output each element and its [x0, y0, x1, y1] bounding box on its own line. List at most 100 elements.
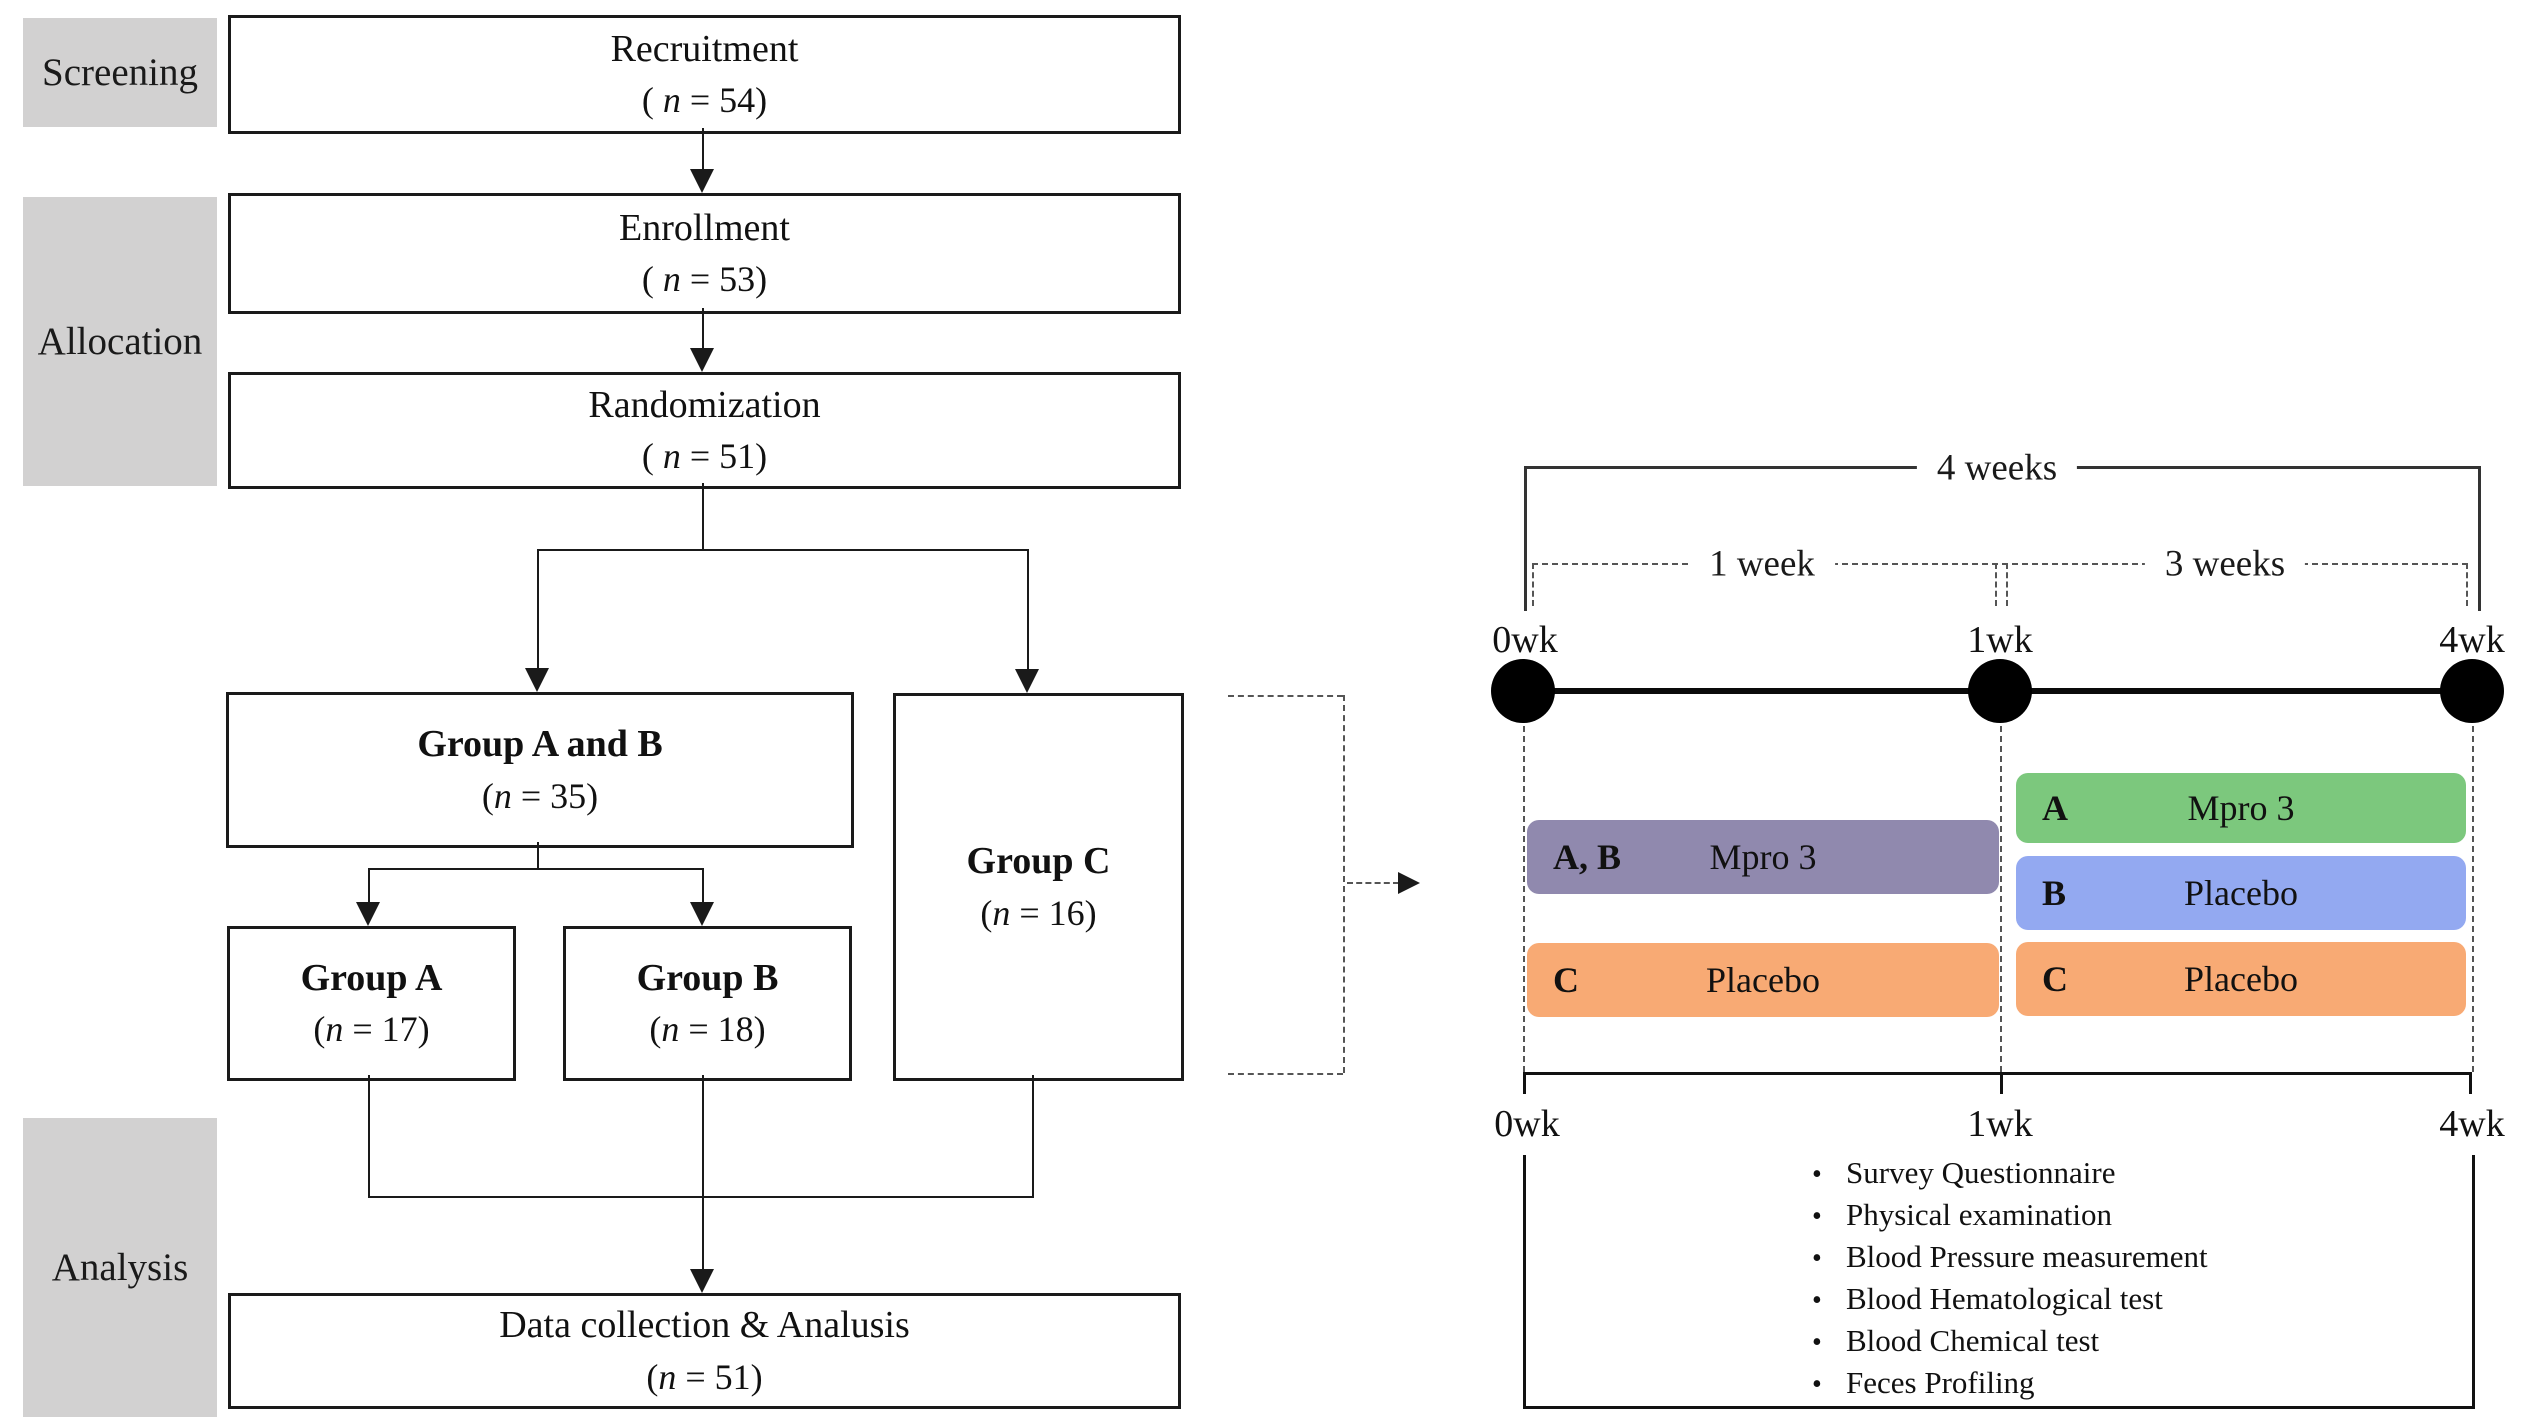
- bar-c-placebo-left: C Placebo: [1527, 943, 1999, 1017]
- bar-group-label: C: [2042, 959, 2068, 999]
- bracket-4-weeks-label: 4 weeks: [1916, 446, 2078, 490]
- connector-line: [702, 1075, 704, 1271]
- bar-group-label: B: [2042, 873, 2067, 913]
- box-randomization: Randomization ( n = 51): [228, 372, 1181, 489]
- box-recruitment-n: ( n = 54): [641, 80, 768, 121]
- bracket-1-week-label: 1 week: [1689, 542, 1835, 586]
- bar-group-label: A: [2042, 788, 2068, 828]
- arrow-down-icon: [690, 169, 714, 193]
- arrow-down-icon: [356, 902, 380, 926]
- bottom-tick-label-1wk: 1wk: [1967, 1103, 2033, 1145]
- box-group-ab-title: Group A and B: [417, 723, 663, 766]
- box-group-a-title: Group A: [300, 956, 443, 999]
- box-group-c: Group C (n = 16): [893, 693, 1184, 1081]
- box-group-c-n: (n = 16): [980, 892, 1097, 933]
- stage-label-analysis: Analysis: [23, 1118, 217, 1417]
- connector-line: [702, 128, 704, 173]
- connector-line: [537, 549, 539, 671]
- box-group-ab-n: (n = 35): [481, 775, 599, 816]
- bar-c-placebo-right: C Placebo: [2016, 942, 2466, 1016]
- connector-line: [1032, 1075, 1034, 1196]
- dropline-1wk: [2000, 726, 2002, 1072]
- bottom-tick-label-0wk: 0wk: [1494, 1103, 1560, 1145]
- dashed-bracket-bottom: [1228, 1073, 1343, 1075]
- bottom-tick-label-4wk: 4wk: [2439, 1103, 2505, 1145]
- procedures-list: Survey Questionnaire Physical examinatio…: [1812, 1153, 2208, 1405]
- procedures-bracket: [1523, 1155, 2475, 1409]
- timeline-dot-1wk: [1968, 659, 2032, 723]
- box-group-a: Group A (n = 17): [227, 926, 516, 1081]
- connector-line: [702, 868, 704, 904]
- bar-treatment-label: Placebo: [2184, 873, 2298, 913]
- bar-a-mpro3: A Mpro 3: [2016, 773, 2466, 843]
- dashed-tick: [2006, 563, 2008, 606]
- bar-ab-mpro3: A, B Mpro 3: [1527, 820, 1999, 894]
- tick-label-4wk: 4wk: [2439, 619, 2505, 661]
- box-enrollment-title: Enrollment: [619, 206, 790, 249]
- bottom-scale-line: [1523, 1072, 2472, 1075]
- box-data-collection: Data collection & Analusis (n = 51): [228, 1293, 1181, 1409]
- arrow-right-icon: [1398, 872, 1420, 894]
- bar-treatment-label: Mpro 3: [2187, 788, 2295, 828]
- procedure-item: Feces Profiling: [1812, 1363, 2208, 1405]
- bar-b-placebo: B Placebo: [2016, 856, 2466, 930]
- box-data-collection-n: (n = 51): [646, 1356, 763, 1397]
- connector-line: [702, 308, 704, 352]
- dashed-bracket-side: [1343, 695, 1345, 1073]
- box-group-a-n: (n = 17): [313, 1009, 430, 1050]
- bar-group-label: C: [1553, 960, 1579, 1000]
- arrow-down-icon: [525, 668, 549, 692]
- dashed-tick: [2466, 563, 2468, 606]
- procedure-item: Physical examination: [1812, 1195, 2208, 1237]
- tick-label-0wk: 0wk: [1492, 619, 1558, 661]
- box-group-b-title: Group B: [636, 956, 779, 999]
- connector-line: [368, 1196, 1034, 1198]
- bracket-weeks-dashed-line: [1532, 563, 2468, 565]
- bar-treatment-label: Placebo: [1706, 960, 1820, 1000]
- box-randomization-title: Randomization: [588, 383, 821, 426]
- dashed-tick: [1995, 563, 1997, 606]
- dropline-0wk: [1523, 726, 1525, 1072]
- bottom-scale-tick: [2469, 1072, 2472, 1094]
- box-group-b-n: (n = 18): [649, 1009, 766, 1050]
- connector-line: [537, 842, 539, 868]
- box-enrollment-n: ( n = 53): [641, 259, 768, 300]
- procedure-item: Blood Chemical test: [1812, 1321, 2208, 1363]
- dashed-arrow-line: [1347, 882, 1399, 884]
- connector-line: [368, 1075, 370, 1196]
- connector-line: [368, 868, 370, 904]
- box-group-b: Group B (n = 18): [563, 926, 852, 1081]
- procedure-item: Blood Pressure measurement: [1812, 1237, 2208, 1279]
- connector-line: [368, 868, 704, 870]
- bar-group-label: A, B: [1553, 837, 1622, 877]
- procedure-item: Blood Hematological test: [1812, 1279, 2208, 1321]
- timeline-dot-4wk: [2440, 659, 2504, 723]
- box-enrollment: Enrollment ( n = 53): [228, 193, 1181, 314]
- arrow-down-icon: [690, 348, 714, 372]
- box-randomization-n: ( n = 51): [641, 436, 768, 477]
- dashed-tick: [1532, 563, 1534, 606]
- dropline-4wk: [2472, 726, 2474, 1072]
- arrow-down-icon: [690, 902, 714, 926]
- procedure-item: Survey Questionnaire: [1812, 1153, 2208, 1195]
- connector-line: [702, 483, 704, 549]
- bottom-scale-tick: [2000, 1072, 2003, 1094]
- timeline-dot-0wk: [1491, 659, 1555, 723]
- bar-treatment-label: Mpro 3: [1709, 837, 1817, 877]
- arrow-down-icon: [690, 1269, 714, 1293]
- box-group-ab: Group A and B (n = 35): [226, 692, 854, 848]
- stage-label-screening: Screening: [23, 18, 217, 127]
- tick-label-1wk: 1wk: [1967, 619, 2033, 661]
- connector-line: [1027, 549, 1029, 671]
- dashed-bracket-top: [1228, 695, 1343, 697]
- box-recruitment: Recruitment ( n = 54): [228, 15, 1181, 134]
- bottom-scale-tick: [1523, 1072, 1526, 1094]
- connector-line: [537, 549, 1027, 551]
- box-data-collection-title: Data collection & Analusis: [499, 1304, 910, 1347]
- box-group-c-title: Group C: [966, 840, 1111, 883]
- bracket-3-weeks-label: 3 weeks: [2144, 542, 2306, 586]
- arrow-down-icon: [1015, 669, 1039, 693]
- bar-treatment-label: Placebo: [2184, 959, 2298, 999]
- stage-label-allocation: Allocation: [23, 197, 217, 486]
